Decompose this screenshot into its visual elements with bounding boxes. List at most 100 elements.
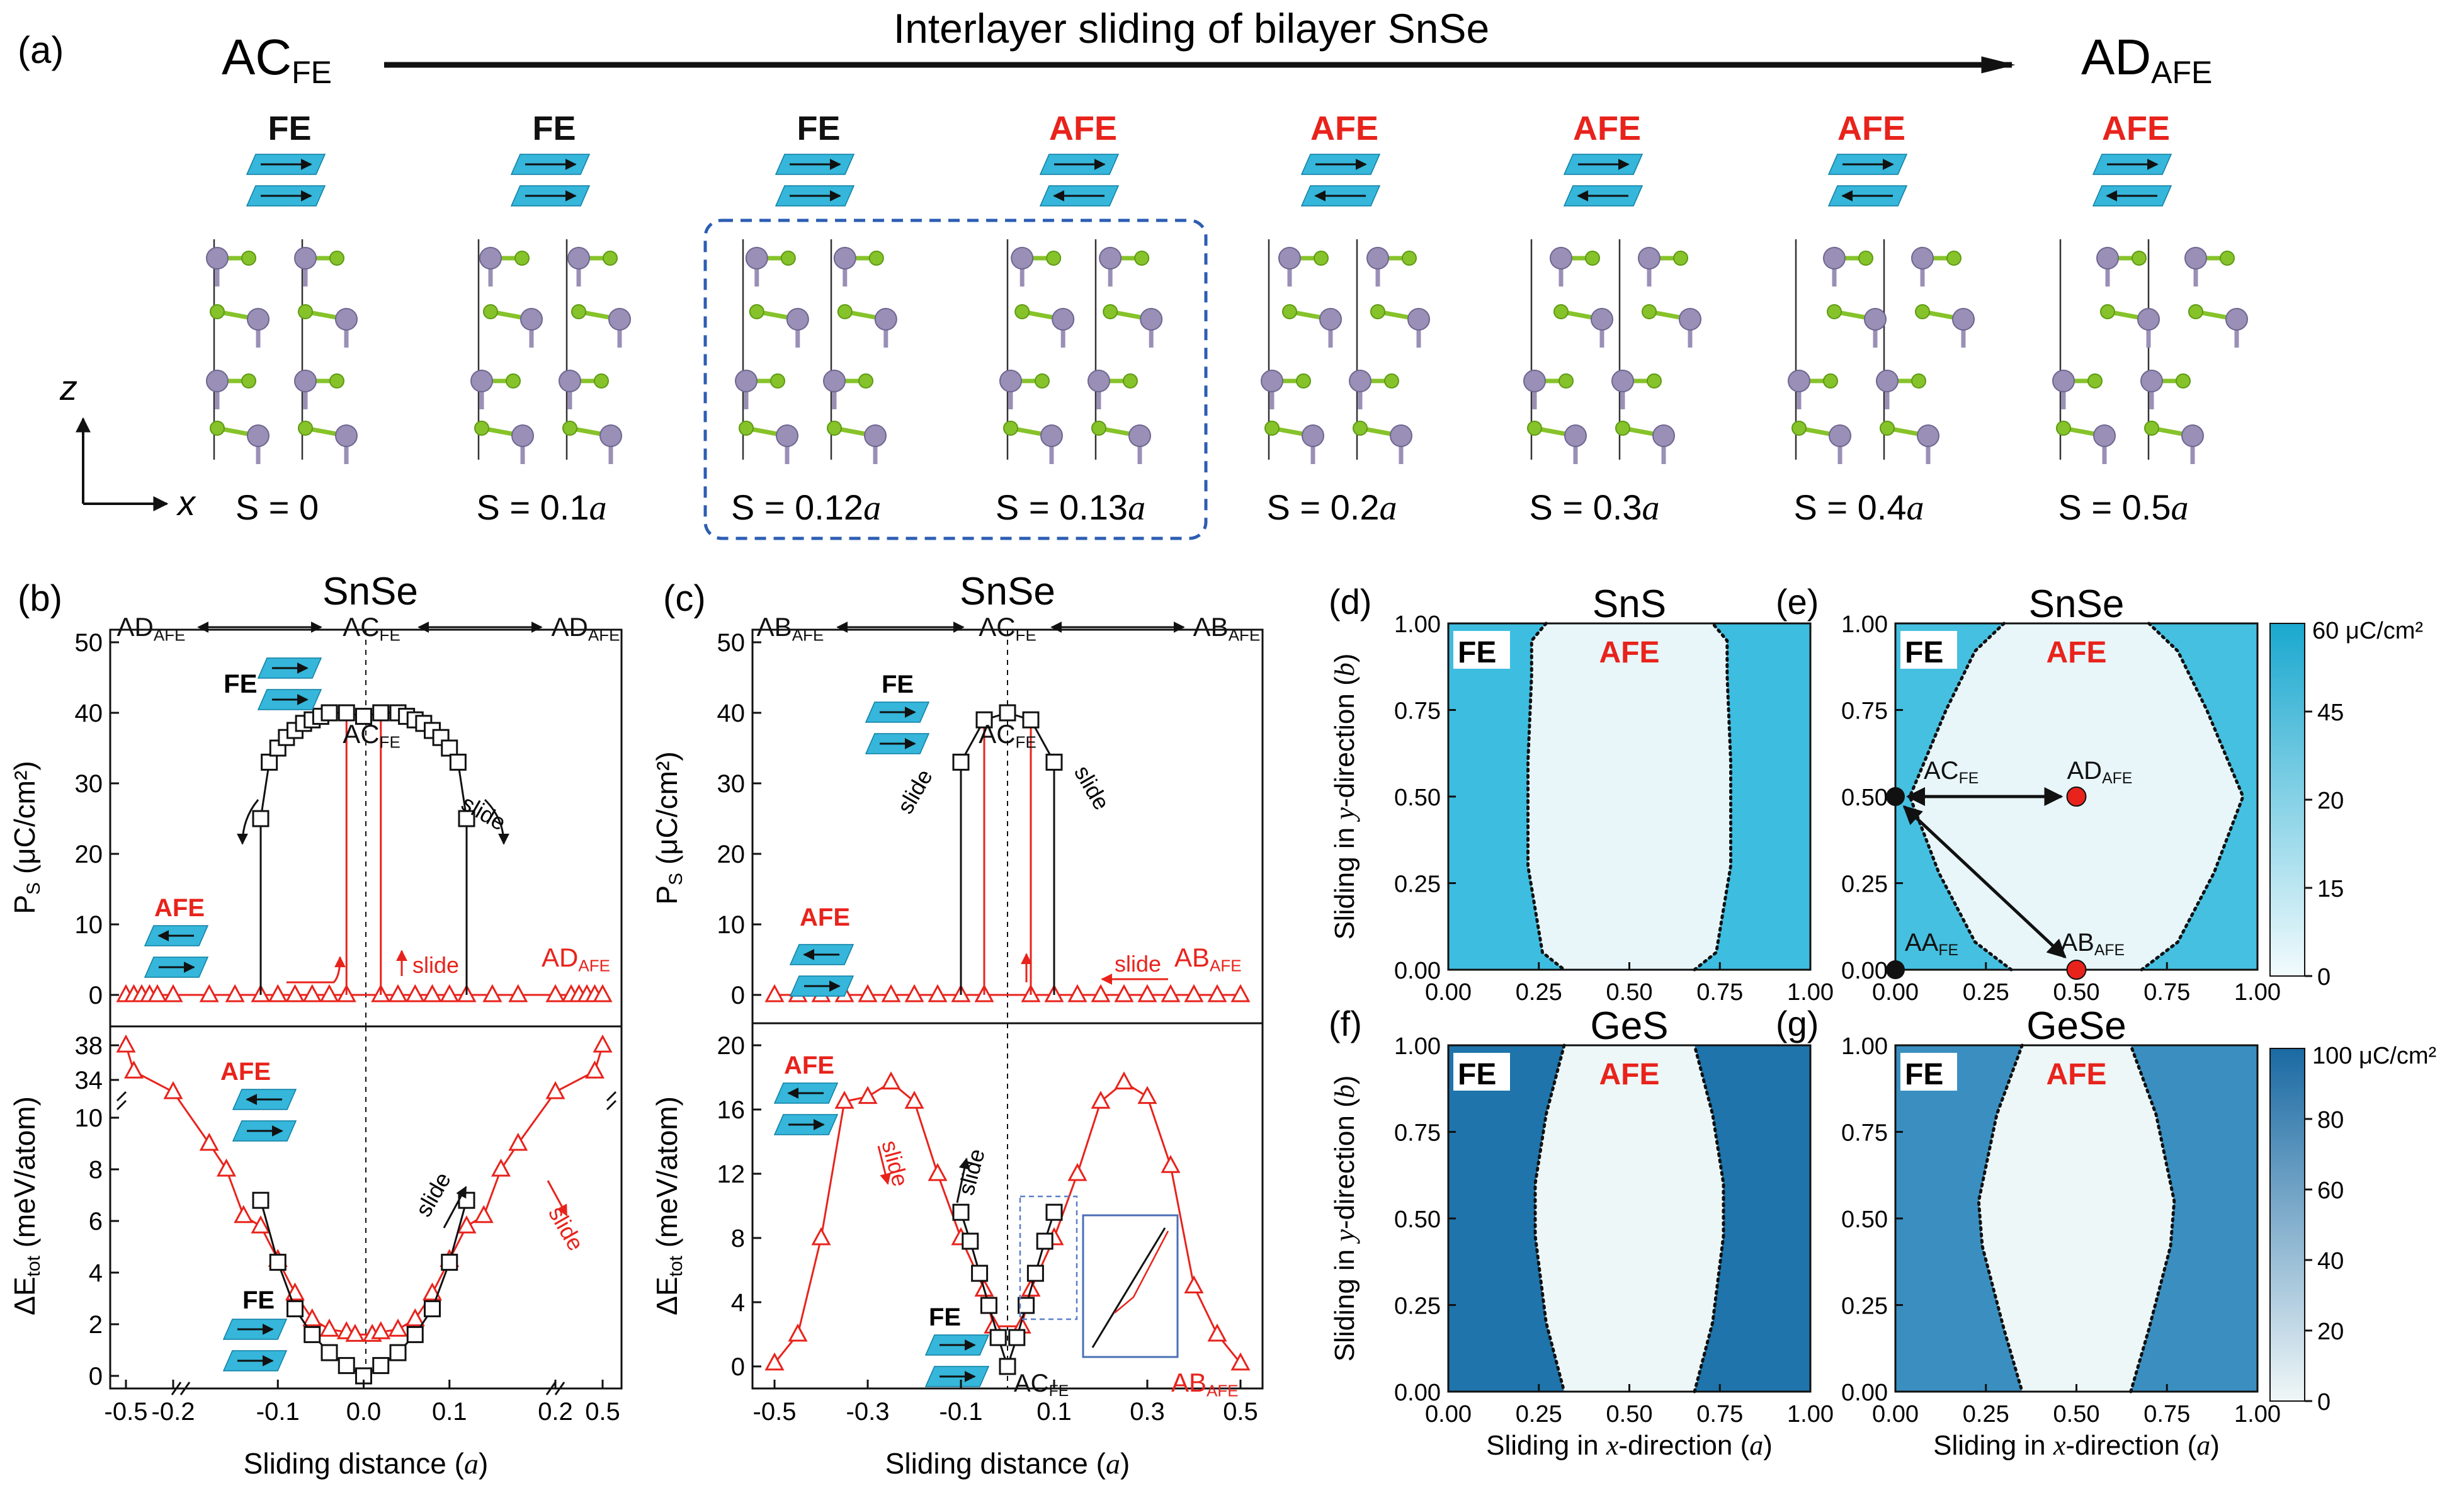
x-tick-label: 0.75: [2143, 1401, 2190, 1428]
sn-atom: [1128, 424, 1151, 447]
x-axis-label: Sliding in x-direction (a): [1486, 1430, 1773, 1461]
y-tick-label: 0.75: [1394, 698, 1441, 725]
heatmap-title: GeS: [1590, 1004, 1668, 1048]
fe-label: FE: [1905, 636, 1943, 669]
abafe-label-sub: AFE: [1206, 1382, 1239, 1400]
se-atom: [2087, 373, 2103, 389]
x-axis-label-part: -direction (: [2065, 1430, 2196, 1461]
b-bot-afe-point: [302, 1308, 322, 1327]
se-atom: [1911, 373, 1926, 389]
slide-arrow: [443, 1186, 467, 1229]
sn-atom: [608, 308, 631, 331]
fe-label: FE: [1905, 1058, 1943, 1091]
acfe-label: ACFE: [979, 719, 1036, 752]
se-atom: [1647, 373, 1662, 389]
se-atom: [483, 304, 498, 319]
fe-label: FE: [929, 1303, 961, 1331]
se-atom: [1558, 373, 1574, 389]
colorbar-tick-label: 80: [2317, 1107, 2344, 1133]
b-top-y-tick-label: 0: [89, 982, 103, 1009]
phase-label: AFE: [1310, 110, 1378, 147]
adafe-label: ADAFE: [542, 943, 610, 975]
se-atom: [1296, 373, 1311, 389]
se-atom: [1880, 421, 1895, 436]
adafe-point: [2066, 786, 2087, 807]
sn-atom: [1011, 247, 1034, 270]
x-axis-label: Sliding in x-direction (a): [1933, 1430, 2220, 1461]
polarization-icon: [246, 154, 326, 207]
c-bot-afe-point: [834, 1091, 854, 1109]
axis-z-label: z: [59, 368, 77, 407]
y-tick-label: 1.00: [1394, 1033, 1441, 1060]
path-label-main: AC: [979, 612, 1015, 642]
c-bot-afe-point: [1137, 1086, 1157, 1104]
x-tick-label: 0.50: [2053, 979, 2100, 1006]
acfe-label-sub: FE: [1959, 770, 1979, 787]
panel-c-title: SnSe: [960, 570, 1055, 613]
b-bot-fe-point: [406, 1326, 424, 1343]
c-bot-afe-point: [764, 1352, 785, 1371]
se-atom: [474, 421, 489, 436]
c-bot-fe-point: [980, 1297, 997, 1314]
s-value-label: S = 0: [236, 487, 319, 527]
colorbar-max-label: 100 μC/cm²: [2312, 1043, 2436, 1069]
x-tick-label: 0.00: [1425, 1401, 1472, 1428]
c-bot-fe-point: [952, 1203, 970, 1221]
sn-atom: [206, 370, 229, 392]
abafe-label-sub: AFE: [2094, 942, 2125, 959]
y-tick-label: 0.75: [1841, 698, 1888, 725]
se-atom: [1123, 373, 1138, 389]
c-bot-fe-point: [999, 1358, 1016, 1375]
s-value-label: S = 0.2a: [1266, 487, 1397, 528]
sn-atom: [247, 424, 270, 447]
structure-column: AFE S = 0.2a: [1261, 110, 1430, 528]
c-bot-afe-point: [1161, 1155, 1181, 1173]
x-axis-label-part: Sliding in: [1933, 1430, 2053, 1461]
b-top-afe-point: [163, 984, 183, 1002]
slide-label: slide: [543, 1202, 589, 1256]
y-axis-label-part: Sliding in: [1329, 1242, 1360, 1362]
c-bot-fe-point: [989, 1329, 1007, 1346]
c-top-y-tick-label: 20: [717, 841, 746, 868]
b-bot-y-tick-label: 34: [75, 1067, 103, 1094]
b-bot-y-tick-label: 4: [89, 1259, 103, 1287]
c-bot-y-tick-label: 8: [731, 1225, 745, 1252]
b-top-y-tick-label: 20: [75, 841, 103, 868]
b-x-tick-label: 0.5: [585, 1398, 620, 1426]
x-tick-label: 1.00: [2234, 1401, 2281, 1428]
c-top-afe-point: [1067, 984, 1087, 1002]
acfe-label: ACFE: [1014, 1370, 1069, 1400]
x-tick-label: 1.00: [1787, 1401, 1834, 1428]
c-top-afe-point: [928, 984, 948, 1002]
abafe-label-main: AB: [1174, 943, 1210, 972]
start-state-label: ACFE: [222, 29, 332, 90]
se-atom: [1615, 421, 1630, 436]
panel-b-top-ylabel: PS (μC/cm²): [8, 761, 44, 914]
sn-atom: [1829, 424, 1851, 447]
colorbar-tick-label: 45: [2317, 700, 2344, 726]
c-bot-fe-point: [971, 1264, 989, 1282]
se-atom: [1046, 251, 1062, 266]
se-atom: [514, 251, 530, 266]
se-atom: [1642, 304, 1657, 319]
b-top-afe-point: [302, 984, 322, 1002]
adafe-label-main: AD: [2067, 757, 2103, 785]
c-bot-afe-point: [904, 1091, 924, 1109]
adafe-label: ADAFE: [2067, 757, 2133, 787]
b-bot-afe-point: [491, 1158, 511, 1177]
c-top-afe-point: [881, 984, 901, 1002]
se-atom: [1282, 304, 1297, 319]
b-top-afe-point: [545, 984, 565, 1002]
y-tick-label: 0.50: [1841, 1206, 1888, 1233]
fe-label-bg: [1453, 1053, 1510, 1091]
x-axis-label-part: a: [2196, 1430, 2210, 1461]
x-tick-label: 0.00: [1872, 1401, 1919, 1428]
y-axis-label-part: y: [1329, 807, 1360, 822]
axis-x-label: x: [176, 483, 196, 523]
sn-atom: [1550, 247, 1572, 270]
se-atom: [1915, 304, 1930, 319]
